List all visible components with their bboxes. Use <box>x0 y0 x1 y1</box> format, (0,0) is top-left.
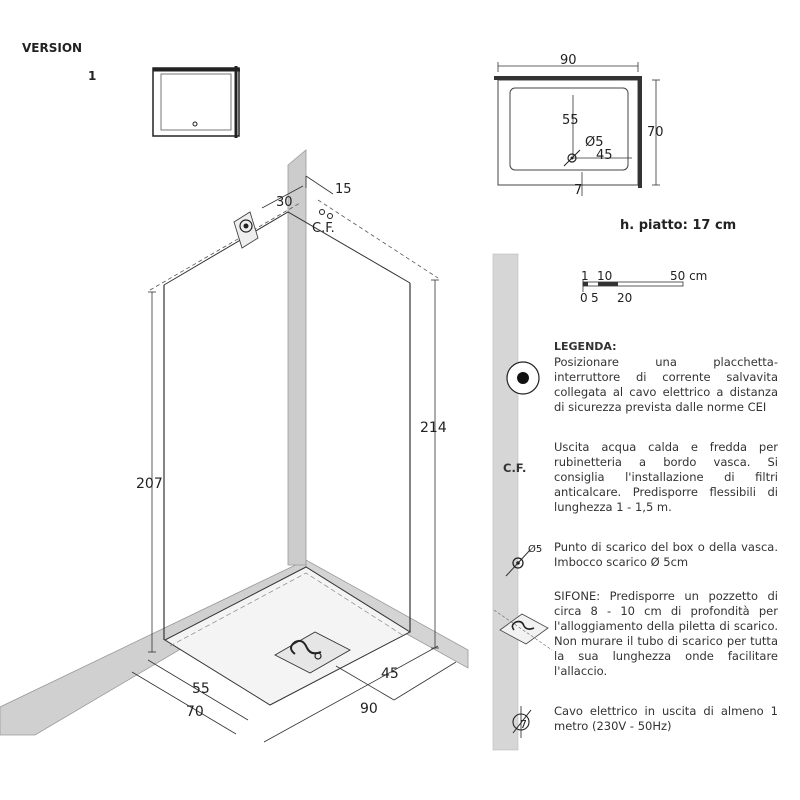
plan-drain-offset-x: 45 <box>596 148 613 163</box>
iso-label-90: 90 <box>360 701 378 717</box>
version-number: 1 <box>88 69 96 83</box>
legend-item-cable: Cavo elettrico in uscita di almeno 1 met… <box>554 704 778 733</box>
scale-bottom-0: 0 <box>580 291 588 305</box>
legend-cf-symbol: C.F. <box>503 461 527 475</box>
iso-label-45: 45 <box>381 666 399 682</box>
iso-label-214: 214 <box>420 420 447 436</box>
legend-item-siphon: SIFONE: Predisporre un pozzetto di circa… <box>554 589 778 678</box>
legend-title: LEGENDA: <box>554 340 617 353</box>
legend-drain-icon <box>505 549 531 577</box>
plan-view <box>494 62 660 196</box>
plan-drain-diameter: Ø5 <box>585 135 604 150</box>
iso-label-55: 55 <box>192 681 210 697</box>
scale-top-10: 10 <box>597 269 612 283</box>
scale-top-50: 50 cm <box>670 269 707 283</box>
scale-bar <box>582 280 684 292</box>
legend-item-socket: Posizionare una placchetta-interruttore … <box>554 355 778 414</box>
isometric-view <box>0 149 519 751</box>
tray-height-label: h. piatto: 17 cm <box>620 218 736 233</box>
wall-socket-symbol <box>233 211 259 249</box>
scale-bottom-20: 20 <box>617 291 632 305</box>
legend-cable-icon <box>512 706 532 738</box>
legend-siphon-icon <box>493 609 553 651</box>
legend-item-drain: Punto di scarico del box o della vasca. … <box>554 540 778 569</box>
iso-label-207: 207 <box>136 476 163 492</box>
plan-depth-label: 70 <box>647 125 664 140</box>
iso-label-15: 15 <box>335 182 352 197</box>
version-thumbnail <box>152 66 240 138</box>
iso-cf-label: C.F. <box>312 221 335 236</box>
scale-top-1: 1 <box>581 269 589 283</box>
plan-drain-offset-y: 55 <box>562 113 579 128</box>
legend-socket-icon <box>506 361 540 395</box>
legend-cable-label: 7 <box>520 718 527 731</box>
iso-label-70: 70 <box>186 704 204 720</box>
plan-cable-label: 7 <box>574 183 582 198</box>
version-label: VERSION <box>22 41 82 55</box>
plan-width-label: 90 <box>560 53 577 68</box>
legend-item-water: Uscita acqua calda e fredda per rubinett… <box>554 440 778 514</box>
scale-bottom-5: 5 <box>591 291 599 305</box>
legend-drain-label: Ø5 <box>528 543 542 555</box>
iso-label-30: 30 <box>276 195 293 210</box>
